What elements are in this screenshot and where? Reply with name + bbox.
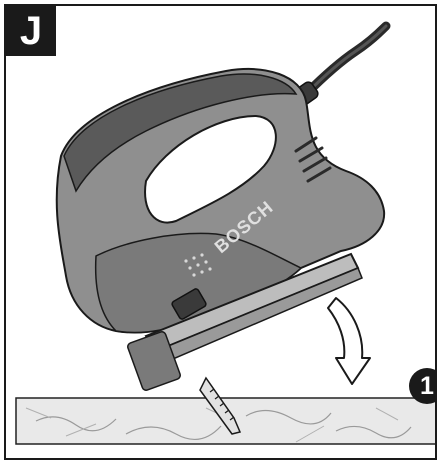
callout-marker: 1	[409, 368, 435, 404]
figure-frame: BOSCH J 1	[4, 4, 437, 460]
panel-label: J	[6, 6, 56, 56]
curved-arrow	[327, 297, 371, 385]
jigsaw-illustration: BOSCH	[15, 21, 435, 445]
base-plate	[127, 252, 363, 391]
jigsaw-body: BOSCH	[55, 68, 386, 334]
saw-blade	[199, 376, 242, 435]
